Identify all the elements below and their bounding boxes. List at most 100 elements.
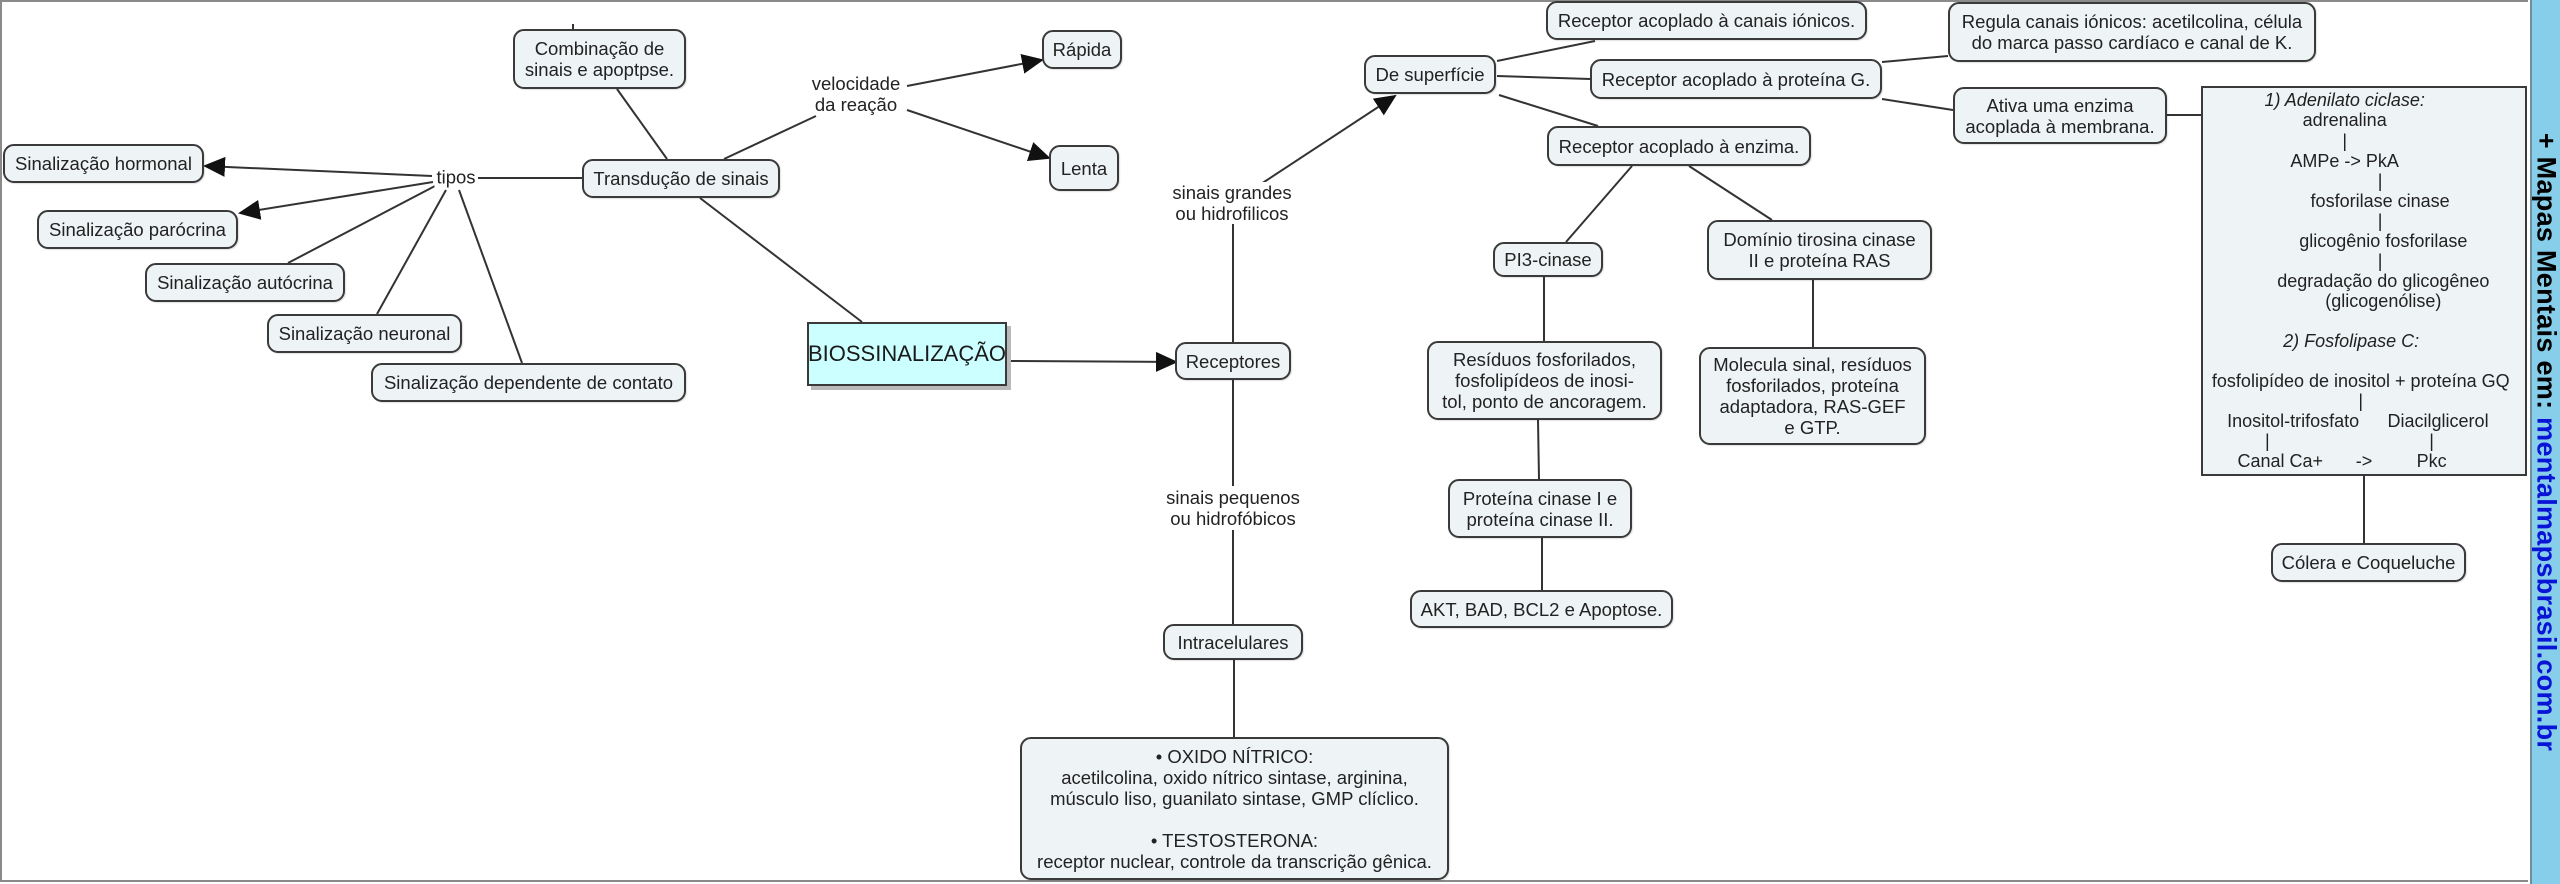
node-label: Proteína cinase I e proteína cinase II. (1462, 487, 1618, 530)
node-sinalizacao-hormonal[interactable]: Sinalização hormonal (3, 144, 204, 183)
edge-transducao-combinacao (616, 88, 668, 160)
heading-fosfolipase-c: 2) Fosfolipase C: (2283, 331, 2420, 351)
pathway-connector: | (2265, 431, 2270, 451)
edge-enzima-pi3 (1565, 165, 1633, 243)
pathway-step: AMPe -> PkA (2290, 151, 2399, 171)
edge-tipos-contato (458, 189, 523, 364)
link-label-sinais-grandes: sinais grandes ou hidrofilicos (1170, 182, 1294, 224)
pathway-step: fosforilase cinase (2310, 191, 2450, 211)
pathway-connector: | (2377, 211, 2383, 231)
root-node-biossinalizacao[interactable]: BIOSSINALIZAÇÃO (807, 322, 1007, 386)
node-label: Sinalização dependente de contato (383, 372, 674, 393)
node-sinalizacao-neuronal[interactable]: Sinalização neuronal (267, 314, 462, 353)
node-label: Sinalização parócrina (49, 219, 226, 240)
node-label: Sinalização autócrina (157, 272, 333, 293)
edge-tipos-autocrina (287, 185, 436, 264)
pathway-connector: | (2377, 251, 2383, 271)
edge-superficie-enzima (1498, 94, 1599, 127)
edge-transducao-velocidade (723, 115, 817, 160)
node-label: • OXIDO NÍTRICO: acetilcolina, oxido nít… (1037, 745, 1432, 872)
promo-sidebar: + Mapas Mentais em: mentalmapsbrasil.com… (2530, 0, 2560, 884)
node-molecula-sinal[interactable]: Molecula sinal, resíduos fosforilados, p… (1699, 347, 1926, 445)
pathway-step: fosfolipídeo de inositol + proteína GQ (2211, 371, 2510, 391)
node-label: Sinalização hormonal (15, 153, 192, 174)
node-sinalizacao-parocrina[interactable]: Sinalização parócrina (37, 210, 238, 249)
node-lenta[interactable]: Lenta (1049, 145, 1119, 191)
edge-tipos-hormonal (203, 156, 433, 177)
pathway-connector: | (2429, 431, 2434, 451)
node-label: Receptor acoplado à enzima. (1558, 135, 1800, 157)
node-label: Transdução de sinais (593, 168, 769, 189)
node-sinalizacao-autocrina[interactable]: Sinalização autócrina (145, 263, 345, 302)
pathway-connector: | (2358, 391, 2364, 411)
node-de-superficie[interactable]: De superfície (1364, 55, 1496, 94)
node-combinacao[interactable]: Combinação de sinais e apoptpse. (513, 29, 686, 89)
edge-superficie-canais (1496, 40, 1596, 62)
pathway-connector: | (2377, 171, 2383, 191)
node-label: Sinalização neuronal (278, 323, 451, 344)
edge-superficie-proteinag (1496, 75, 1591, 80)
link-label-sinais-pequenos: sinais pequenos ou hidrofóbicos (1164, 487, 1302, 529)
node-residuos-fosforilados[interactable]: Resíduos fosforilados, fosfolipídeos de … (1427, 341, 1662, 420)
node-sinalizacao-contato[interactable]: Sinalização dependente de contato (371, 363, 686, 402)
node-label: Resíduos fosforilados, fosfolipídeos de … (1442, 349, 1647, 412)
node-label: Receptores (1185, 350, 1281, 372)
edge-velocidade-lenta (906, 109, 1051, 162)
node-receptor-proteina-g[interactable]: Receptor acoplado à proteína G. (1590, 59, 1882, 99)
node-label: De superfície (1375, 64, 1485, 85)
edge-root-receptores (1010, 351, 1178, 372)
pathway-step: (glicogenólise) (2325, 291, 2442, 311)
pathway-step: Diacilglicerol (2387, 411, 2489, 431)
node-dominio-tirosina[interactable]: Domínio tirosina cinase II e proteína RA… (1707, 220, 1932, 280)
link-label-tipos: tipos (434, 166, 478, 188)
edge-proteinag-ativa (1881, 98, 1954, 111)
node-receptores[interactable]: Receptores (1175, 342, 1291, 380)
node-transducao[interactable]: Transdução de sinais (582, 159, 780, 198)
node-label: Rápida (1052, 39, 1112, 60)
node-oxido-testosterona[interactable]: • OXIDO NÍTRICO: acetilcolina, oxido nít… (1020, 737, 1449, 880)
node-regula-canais[interactable]: Regula canais iónicos: acetilcolina, cél… (1948, 2, 2316, 62)
node-label: Receptor acoplado à canais iónicos. (1557, 10, 1856, 31)
edge-proteinag-regula (1881, 55, 1949, 63)
node-akt-bad-bcl2[interactable]: AKT, BAD, BCL2 e Apoptose. (1410, 590, 1673, 628)
node-proteina-cinase[interactable]: Proteína cinase I e proteína cinase II. (1448, 479, 1632, 538)
pathway-step: Inositol-trifosfato (2227, 411, 2360, 431)
node-receptor-enzima[interactable]: Receptor acoplado à enzima. (1547, 126, 1811, 166)
edge-transducao-root (699, 197, 863, 323)
heading-adenilato-ciclase: 1) Adenilato ciclase: (2264, 90, 2425, 110)
promo-text: + Mapas Mentais em: mentalmapsbrasil.com… (2531, 133, 2560, 751)
node-label: Intracelulares (1177, 631, 1289, 653)
edge-enzima-dominio (1688, 165, 1773, 221)
pathway-step: degradação do glicogêneo (2277, 271, 2490, 291)
pathway-step: adrenalina (2302, 110, 2387, 130)
node-enzyme-pathways[interactable]: 1) Adenilato ciclase: adrenalina | AMPe … (2201, 86, 2527, 476)
node-colera-coqueluche[interactable]: Cólera e Coqueluche (2271, 543, 2466, 582)
node-label: PI3-cinase (1504, 249, 1592, 270)
node-rapida[interactable]: Rápida (1042, 30, 1122, 69)
edge-grandes-superficie (1260, 94, 1397, 185)
node-receptor-canais-ionicos[interactable]: Receptor acoplado à canais iónicos. (1546, 1, 1867, 40)
node-label: Receptor acoplado à proteína G. (1601, 68, 1871, 90)
node-label: AKT, BAD, BCL2 e Apoptose. (1420, 598, 1663, 620)
node-label: Molecula sinal, resíduos fosforilados, p… (1713, 354, 1912, 438)
root-label: BIOSSINALIZAÇÃO (807, 341, 1007, 366)
promo-prefix: + Mapas Mentais em: (2531, 132, 2560, 418)
pathway-step: glicogênio fosforilase (2299, 231, 2468, 251)
node-label: Cólera e Coqueluche (2281, 552, 2456, 573)
node-intracelulares[interactable]: Intracelulares (1163, 624, 1303, 660)
node-label: Regula canais iónicos: acetilcolina, cél… (1961, 11, 2303, 53)
node-label: Combinação de sinais e apoptpse. (524, 38, 675, 80)
pathway-connector: -> (2355, 451, 2373, 471)
edge-residuos-cinase (1537, 419, 1540, 480)
pathway-step: Pkc (2416, 451, 2447, 471)
node-ativa-enzima[interactable]: Ativa uma enzima acoplada à membrana. (1953, 87, 2167, 144)
pathway-connector: | (2342, 131, 2348, 151)
promo-link[interactable]: mentalmapsbrasil.com.br (2531, 417, 2560, 752)
edge-tipos-neuronal (376, 189, 447, 315)
node-pi3-cinase[interactable]: PI3-cinase (1493, 242, 1603, 277)
edge-velocidade-rapida (906, 53, 1044, 87)
link-label-velocidade: velocidade da reação (809, 73, 903, 115)
node-label: Ativa uma enzima acoplada à membrana. (1965, 94, 2155, 137)
